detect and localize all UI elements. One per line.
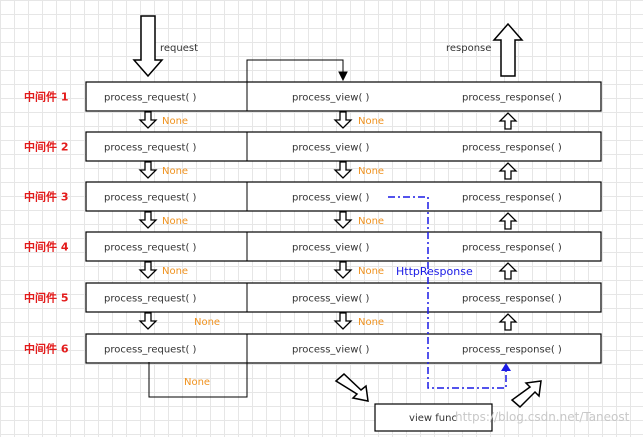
view-func-box — [374, 403, 493, 432]
request-to-view-connector — [246, 59, 344, 82]
process-request-text: process_request( ) — [104, 345, 197, 356]
process-response-text: process_response( ) — [462, 143, 562, 154]
request-down-small-arrow-icon — [138, 161, 158, 179]
request-down-arrow-icon — [132, 15, 164, 78]
http-response-label: HttpResponse — [396, 265, 473, 278]
process-view-text: process_view( ) — [292, 345, 370, 356]
middleware-box — [85, 131, 602, 162]
middleware-row: 中间件 5 process_request( ) process_view( ) pr… — [24, 282, 602, 313]
none-label-request: None — [162, 266, 188, 277]
process-request-text: process_request( ) — [104, 243, 197, 254]
none-label-request: None — [194, 317, 220, 328]
from-view-func-arrow-icon — [510, 380, 542, 409]
middleware-box — [85, 181, 602, 212]
request-column-lines — [148, 59, 348, 398]
http-response-arrowhead — [501, 363, 511, 371]
none-label-request: None — [162, 116, 188, 127]
process-request-text: process_request( ) — [104, 193, 197, 204]
request-down-small-arrow-icon — [138, 211, 158, 229]
response-up-small-arrow-icon — [498, 112, 518, 130]
request-down-small-arrow-icon — [138, 111, 158, 129]
middleware-box — [85, 81, 602, 112]
middleware-name: 中间件 6 — [24, 342, 69, 356]
middleware-name: 中间件 2 — [24, 140, 68, 154]
middleware-row: 中间件 4 process_request( ) process_view( ) pr… — [24, 231, 602, 262]
response-up-small-arrow-icon — [498, 212, 518, 230]
response-up-arrow-icon — [492, 22, 524, 77]
response-up-small-arrow-icon — [498, 262, 518, 280]
middleware-row: 中间件 3 process_request( ) process_view( ) pr… — [24, 181, 602, 212]
middleware-box — [85, 282, 602, 313]
http-response-route — [388, 196, 507, 389]
to-view-func-arrow-icon — [334, 372, 369, 402]
view-down-small-arrow-icon — [333, 312, 353, 330]
view-down-small-arrow-icon — [333, 161, 353, 179]
middleware-name: 中间件 3 — [24, 190, 68, 204]
none-label-view: None — [358, 317, 384, 328]
middleware-row: 中间件 1 process_request( ) process_view( ) pr… — [24, 81, 602, 112]
process-view-text: process_view( ) — [292, 193, 370, 204]
request-label: request — [160, 43, 198, 54]
none-label-bottom: None — [184, 377, 210, 388]
view-down-small-arrow-icon — [333, 261, 353, 279]
none-label-view: None — [358, 216, 384, 227]
none-label-request: None — [162, 216, 188, 227]
middleware-box — [85, 231, 602, 262]
view-down-small-arrow-icon — [333, 111, 353, 129]
process-response-text: process_response( ) — [462, 294, 562, 305]
none-label-request: None — [162, 166, 188, 177]
response-label: response — [446, 43, 491, 54]
none-label-view: None — [358, 116, 384, 127]
request-bottom-loop — [148, 362, 248, 398]
process-response-text: process_response( ) — [462, 345, 562, 356]
middleware-box — [85, 333, 602, 364]
process-response-text: process_response( ) — [462, 193, 562, 204]
middleware-name: 中间件 4 — [24, 240, 69, 254]
process-view-text: process_view( ) — [292, 93, 370, 104]
process-request-text: process_request( ) — [104, 294, 197, 305]
middleware-rows: 中间件 1 process_request( ) process_view( ) pr… — [24, 81, 602, 364]
response-up-small-arrow-icon — [498, 313, 518, 331]
process-request-text: process_request( ) — [104, 93, 197, 104]
none-label-view: None — [358, 166, 384, 177]
middleware-row: 中间件 6 process_request( ) process_view( ) pr… — [24, 333, 602, 364]
request-to-view-arrowhead — [338, 71, 348, 82]
process-view-text: process_view( ) — [292, 243, 370, 254]
process-view-text: process_view( ) — [292, 294, 370, 305]
view-func-label: view func — [409, 413, 457, 424]
process-response-text: process_response( ) — [462, 93, 562, 104]
request-down-small-arrow-icon — [138, 312, 158, 330]
middleware-row: 中间件 2 process_request( ) process_view( ) pr… — [24, 131, 602, 162]
process-view-text: process_view( ) — [292, 143, 370, 154]
process-response-text: process_response( ) — [462, 243, 562, 254]
process-request-text: process_request( ) — [104, 143, 197, 154]
request-down-small-arrow-icon — [138, 261, 158, 279]
middleware-name: 中间件 1 — [24, 90, 68, 104]
watermark-text: https://blog.csdn.net/Taneost — [455, 410, 630, 424]
response-up-small-arrow-icon — [498, 162, 518, 180]
middleware-name: 中间件 5 — [24, 291, 68, 305]
none-label-view: None — [358, 266, 384, 277]
view-down-small-arrow-icon — [333, 211, 353, 229]
